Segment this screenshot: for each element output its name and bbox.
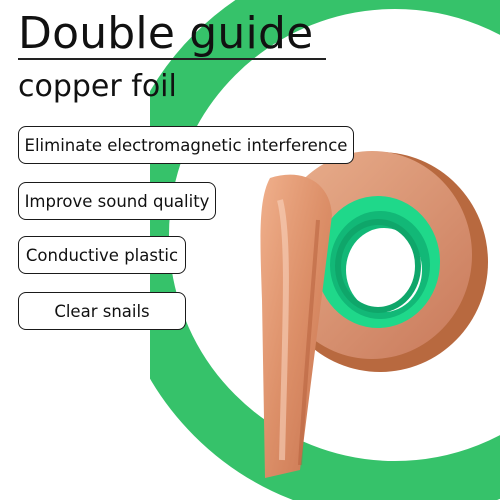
page-title: Double guide (18, 8, 314, 59)
feature-pill-4: Clear snails (18, 292, 186, 330)
feature-pill-1: Eliminate electromagnetic interference (18, 126, 354, 164)
page-subtitle: copper foil (18, 69, 177, 104)
title-underline (18, 58, 326, 60)
copper-tape-strip (260, 174, 332, 479)
feature-pill-2: Improve sound quality (18, 182, 216, 220)
feature-pill-3: Conductive plastic (18, 236, 186, 274)
